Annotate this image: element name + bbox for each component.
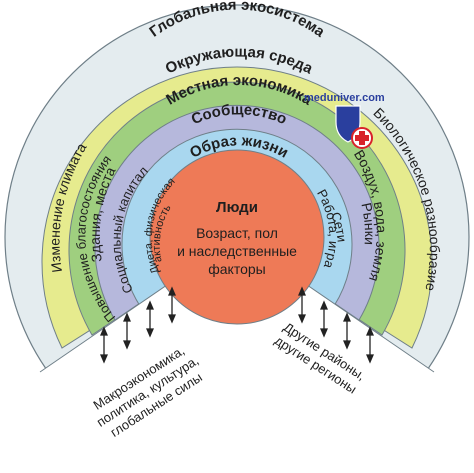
bottom-wedge	[40, 237, 434, 473]
core-line-3: факторы	[208, 261, 265, 277]
core-people	[149, 149, 325, 325]
core-title: Люди	[216, 199, 258, 216]
medical-cross-shield-icon	[335, 105, 373, 149]
watermark-text: meduniver.com	[304, 92, 385, 104]
local-economy-right-label: Рынки	[358, 201, 378, 245]
core-line-1: Возраст, пол	[196, 225, 278, 241]
core-line-2: и наследственные	[177, 243, 297, 259]
right-arrows	[298, 286, 374, 364]
left-arrows	[100, 286, 176, 364]
